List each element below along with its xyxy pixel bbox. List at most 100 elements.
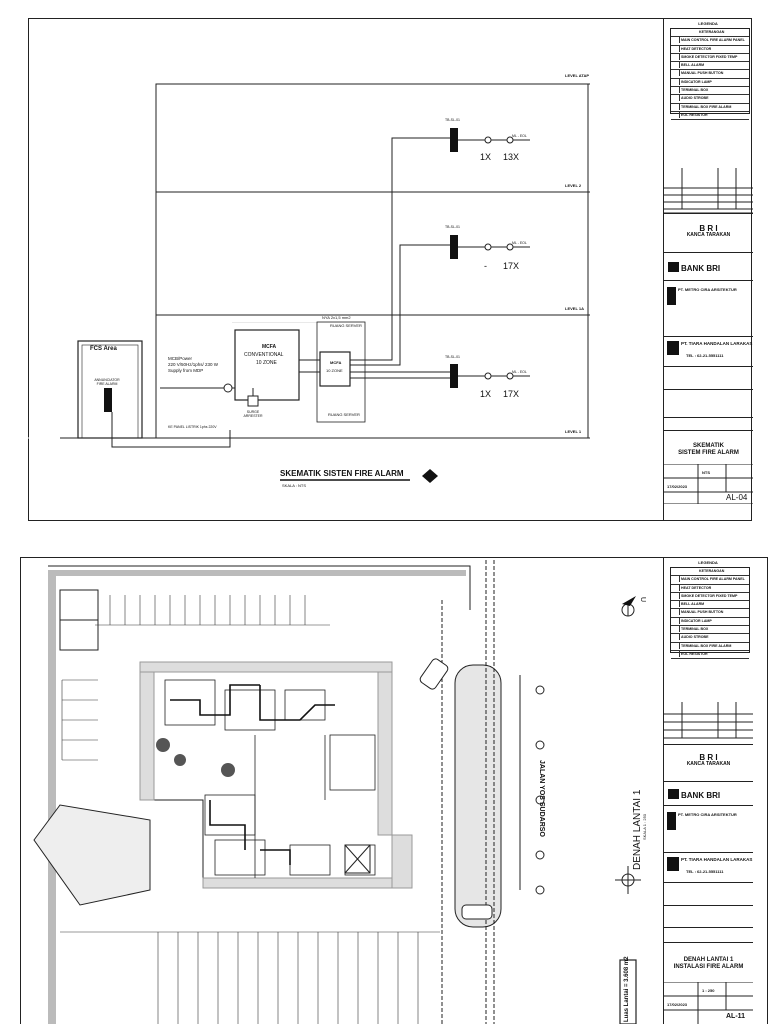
device-count: 13X [503,152,520,162]
north-diamond [422,469,438,483]
device-count: - [484,261,487,271]
surge-label: SURGE ARRESTER [243,410,263,418]
mcfa-zone-box [319,351,351,387]
legend-item: MAIN CONTROL FIRE ALARM PANEL [681,577,745,582]
car [461,904,493,920]
legend-header: KETERANGAN [699,30,725,34]
floor-devices-level2 [450,235,530,259]
riser-cable [350,244,450,366]
branch-name: KANCA TARAKAN [686,232,731,238]
legend-item: TERMINAL BOX [681,627,709,632]
legend-item: TERMINAL BOX [681,88,709,93]
legend-item: SMOKE DETECTOR FIXED TEMP [681,593,738,598]
consultant-logo-icon [667,812,676,830]
planter [202,877,413,889]
schematic-title: SKEMATIK SISTEN FIRE ALARM [280,469,404,478]
eol-label: ML - EOL [512,370,527,374]
stair [344,844,371,874]
drawing-date: 17/02/2023 [667,1002,688,1007]
level-label: LEVEL 1A [565,306,585,311]
legend-item: AUDIO STROBE [681,635,709,640]
mcfa-conventional-box [234,329,300,401]
north-label: U [639,597,646,603]
terminal-box-label: TB-SL-01 [445,355,460,359]
schematic-drawing [60,83,590,483]
driveway-island [454,664,502,928]
power-note: 220 V/50Hz/1phs/ 230 W [168,362,219,367]
device-count: 17X [503,261,520,271]
legend-item: HEAT DETECTOR [681,585,712,590]
cable-note: NYA 2x1,5 mm2 [322,315,351,320]
tree [221,763,235,777]
bank-name: BANK BRI [681,264,721,273]
legend-item: INDICATOR LAMP [681,618,712,623]
planter [391,834,413,889]
sheet-number: AL-11 [726,1013,746,1020]
legend-item: MANUAL PUSH BUTTON [681,71,724,76]
legend-item: HEAT DETECTOR [681,46,712,51]
tree [156,738,170,752]
client-name: B R I [699,224,718,233]
eol-label: ML - EOL [512,241,527,245]
terminal-box-label: TB-SL-01 [445,225,460,229]
power-note: Supply from MDP [168,368,204,373]
legend-header: KETERANGAN [699,569,725,573]
room-label: RUANG SERVER [328,412,360,417]
legend-item: AUDIO STROBE [681,96,709,101]
contractor-logo-icon [667,341,679,355]
area-note: Luas Lantai = 3.608 m2 [624,956,630,1022]
device-count: 17X [503,389,520,399]
level-label: LEVEL 1 [565,429,582,434]
legend-item: BELL ALARM [681,63,705,68]
car [419,658,449,690]
bank-logo-icon [668,788,679,799]
legend-title: LEGENDA [698,560,718,565]
legend-item: TERMINAL BOX FIRE ALARM [681,104,732,109]
bank-name: BANK BRI [681,791,721,800]
annunciator-label: ANNUNCIATOR FIRE ALARM [94,378,120,386]
legend-item: BELL ALARM [681,602,705,607]
fcs-label: FCS Area [90,346,117,352]
title-block: LEGENDA KETERANGAN MAIN CONTROL FIRE ALA… [663,557,753,1024]
plan-scale: SKALA 1 : 250 [642,813,647,840]
riser-cable [350,137,450,361]
planter [139,661,155,801]
planter [377,661,393,836]
legend-item: TERMINAL BOX FIRE ALARM [681,643,732,648]
consultant-logo-icon [667,287,676,305]
contractor-name: PT. TIARA HANDALAN LARAKAS [681,341,753,346]
scale-value: NTS [702,470,710,475]
floor-devices-atap [450,128,530,152]
sheet-number: AL-04 [726,493,748,502]
level-label: LEVEL ATAP [565,73,590,78]
consultant-name: PT. METRO CIRA ARSITEKTUR [678,287,737,292]
room-label: RUANG SERVER [330,323,362,328]
mcfa-text: 10 ZONE [256,360,277,366]
floor-devices-level1 [450,364,530,388]
legend-title: LEGENDA [698,21,718,26]
power-note: MCB/Power [168,356,193,361]
drawing-title: DENAH LANTAI 1 [683,957,734,963]
scale-value: 1 : 250 [702,988,715,993]
legend-item: SMOKE DETECTOR FIXED TEMP [681,54,738,59]
drawing-title: SKEMATIK [693,443,724,449]
contractor-name: PT. TIARA HANDALAN LARAKAS [681,857,753,862]
revision-table [664,702,753,739]
street-name: JALAN YOS SUDARSO [538,760,545,837]
eol-label: ML - EOL [512,134,527,138]
tree [174,754,186,766]
device-count: 1X [480,389,492,399]
planter [139,661,393,673]
legend-table: KETERANGAN MAIN CONTROL FIRE ALARM PANEL… [670,567,750,660]
fa-text: 10 ZONE [326,368,343,373]
contractor-phone: TEL : 62-21-5551111 [686,869,724,874]
bank-logo-icon [668,261,679,272]
legend-table: KETERANGAN MAIN CONTROL FIRE ALARM PANEL… [670,28,750,121]
schematic-scale: SKALA : NTS [282,483,307,488]
legend-item: INDICATOR LAMP [681,79,712,84]
drawing-date: 17/02/2023 [667,484,688,489]
drawing-title: SISTEM FIRE ALARM [678,450,739,456]
mcfa-label: MCFA [262,344,277,350]
branch-name: KANCA TARAKAN [686,761,731,767]
